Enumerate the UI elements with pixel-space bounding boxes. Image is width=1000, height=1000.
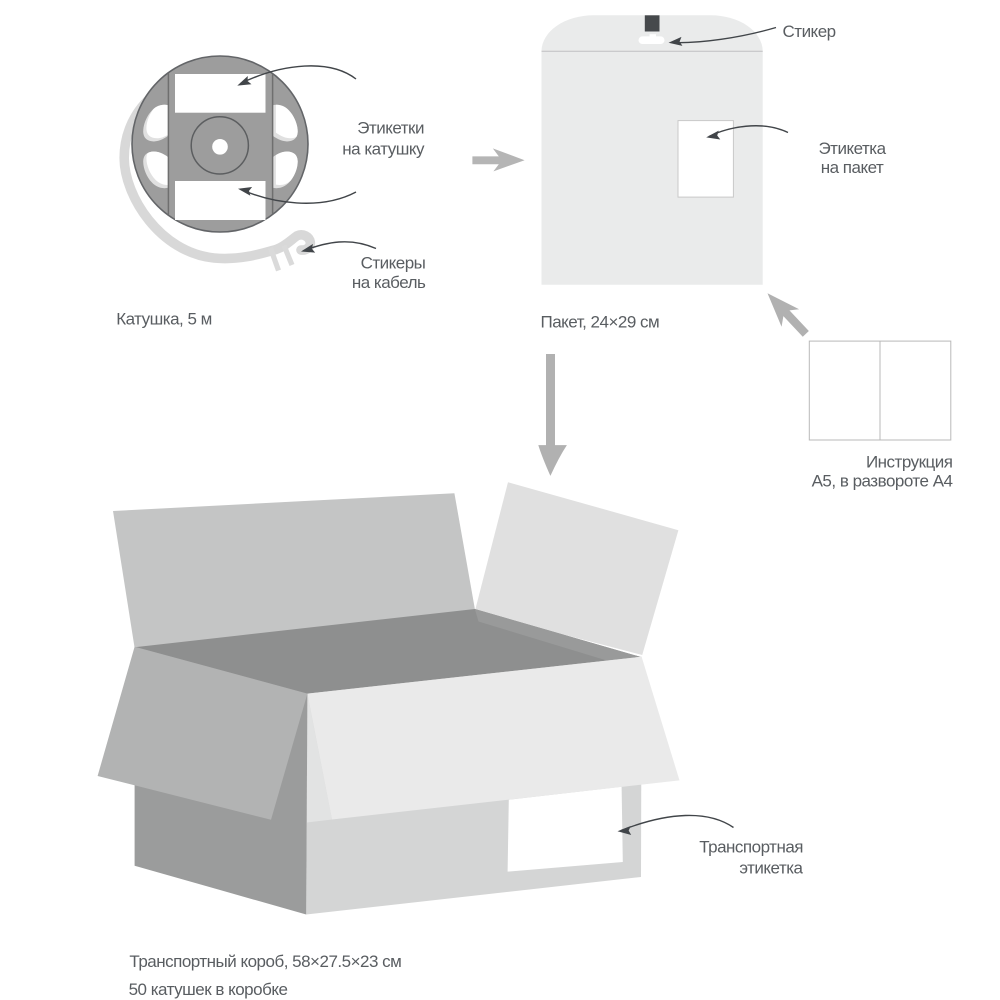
svg-text:Инструкция: Инструкция xyxy=(866,453,953,472)
svg-text:Пакет, 24×29 см: Пакет, 24×29 см xyxy=(541,312,660,331)
svg-text:этикетка: этикетка xyxy=(739,859,803,878)
svg-text:Катушка, 5 м: Катушка, 5 м xyxy=(116,310,212,329)
svg-text:А5, в развороте А4: А5, в развороте А4 xyxy=(812,472,953,491)
svg-text:на катушку: на катушку xyxy=(342,140,425,159)
svg-text:Стикеры: Стикеры xyxy=(361,253,426,272)
svg-text:Этикетки: Этикетки xyxy=(357,119,424,138)
svg-text:Стикер: Стикер xyxy=(783,22,836,41)
svg-text:Этикетка: Этикетка xyxy=(818,139,886,158)
svg-text:50 катушек в коробке: 50 катушек в коробке xyxy=(129,980,288,999)
svg-text:на кабель: на кабель xyxy=(352,273,426,292)
svg-text:Транспортный короб, 58×27.5×23: Транспортный короб, 58×27.5×23 см xyxy=(129,952,401,971)
svg-text:Транспортная: Транспортная xyxy=(699,838,803,857)
svg-text:на пакет: на пакет xyxy=(821,158,884,177)
